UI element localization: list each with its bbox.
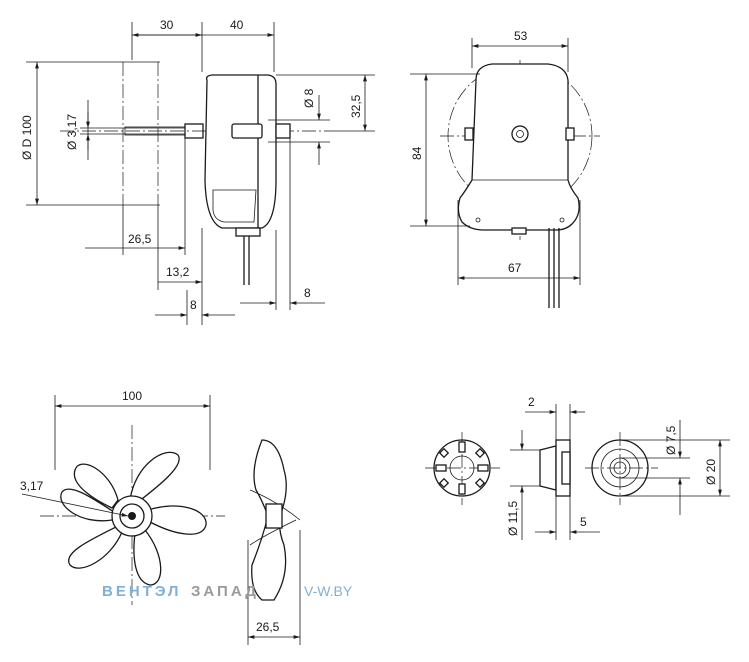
dim-67: 67 (508, 261, 522, 275)
dim-fan-317: 3,17 (20, 479, 44, 493)
dim-hub-2: 2 (528, 395, 535, 409)
dim-40: 40 (230, 18, 244, 32)
watermark-brand-a: ВЕНТЭЛ (102, 583, 181, 600)
fan-side-view: 26,5 (247, 439, 301, 645)
dim-fan-265: 26,5 (256, 620, 280, 634)
dim-84: 84 (410, 146, 424, 160)
dim-132: 13,2 (166, 265, 190, 279)
motor-side-view: 30 40 Ø D 100 Ø 3,17 Ø (20, 18, 375, 325)
dim-53: 53 (514, 29, 528, 43)
dim-fan-100: 100 (122, 389, 142, 403)
dim-30: 30 (160, 18, 174, 32)
watermark: ВЕНТЭЛ ЗАПАД V-W.BY (102, 583, 353, 600)
dim-8-right: 8 (304, 286, 311, 300)
dim-8-shaft: Ø 8 (302, 88, 316, 108)
dim-d100: Ø D 100 (20, 115, 34, 160)
watermark-url: V-W.BY (304, 583, 353, 599)
hub-views: 2 Ø 11,5 5 Ø 7,5 Ø 20 (425, 395, 730, 540)
fan-front-view: 100 3,17 (20, 389, 225, 605)
dim-325: 32,5 (349, 94, 363, 118)
dim-hub-5: 5 (580, 515, 587, 529)
motor-front-view: 53 84 67 (410, 29, 600, 308)
dim-hub-115: Ø 11,5 (506, 501, 520, 536)
dim-hub-20: Ø 20 (704, 459, 718, 485)
dim-317: Ø 3,17 (65, 114, 79, 150)
dim-265-side: 26,5 (128, 232, 152, 246)
watermark-brand-b: ЗАПАД (191, 583, 259, 600)
dim-8-left: 8 (190, 298, 197, 312)
